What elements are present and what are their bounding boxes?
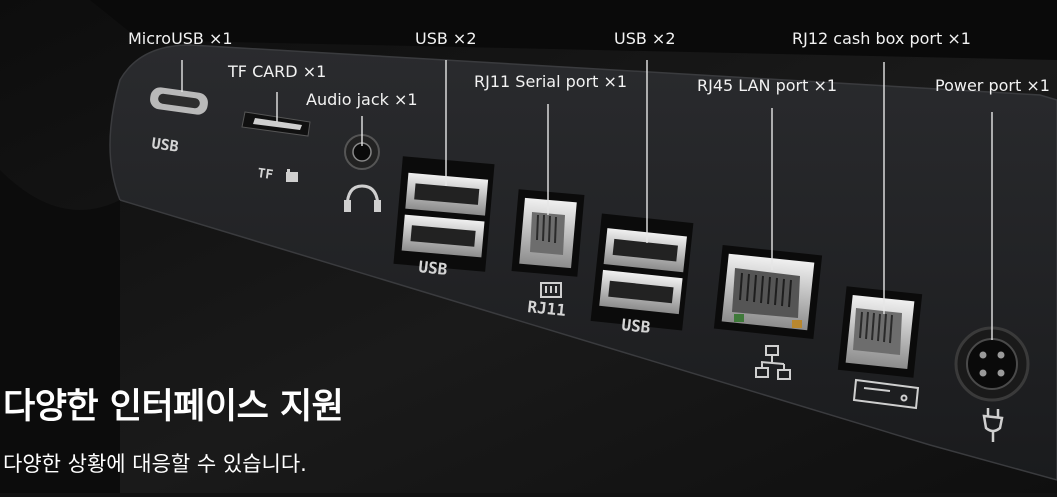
callout-rj45: RJ45 LAN port ×1 <box>697 76 838 95</box>
headphone-icon <box>344 184 381 212</box>
subline: 다양한 상황에 대응할 수 있습니다. <box>3 452 307 476</box>
mark-rj11: RJ11 <box>527 297 567 320</box>
tf-card-icon <box>286 169 298 182</box>
micro-usb-port <box>150 87 208 115</box>
cash-drawer-icon <box>852 378 920 410</box>
mark-usb-micro: USB <box>150 134 179 156</box>
rj12-port <box>837 286 923 378</box>
power-port <box>954 326 1030 402</box>
mark-usb-a-right: USB <box>621 315 652 337</box>
callout-micro-usb: MicroUSB ×1 <box>128 29 233 48</box>
callout-tf-card: TF CARD ×1 <box>228 62 327 81</box>
network-icon <box>755 345 791 380</box>
mark-tf: TF <box>256 166 274 183</box>
device-base-shadow <box>0 170 120 493</box>
callout-rj12: RJ12 cash box port ×1 <box>792 29 971 48</box>
callout-power: Power port ×1 <box>935 76 1050 95</box>
callout-audio-jack: Audio jack ×1 <box>306 90 418 109</box>
callout-usb-right: USB ×2 <box>614 29 676 48</box>
power-plug-icon <box>982 408 1004 442</box>
device-top-edge <box>90 0 1057 60</box>
callout-usb-left: USB ×2 <box>415 29 477 48</box>
rj11-port <box>511 189 585 277</box>
callout-rj11: RJ11 Serial port ×1 <box>474 72 628 91</box>
callout-lines <box>181 60 993 340</box>
rj11-icon <box>540 282 562 298</box>
rj45-port <box>713 245 823 339</box>
headline: 다양한 인터페이스 지원 <box>3 387 344 427</box>
usb-a-port-left <box>393 156 495 272</box>
tf-card-slot <box>241 111 311 137</box>
usb-a-port-right <box>590 213 694 331</box>
mark-usb-a-left: USB <box>418 257 449 279</box>
